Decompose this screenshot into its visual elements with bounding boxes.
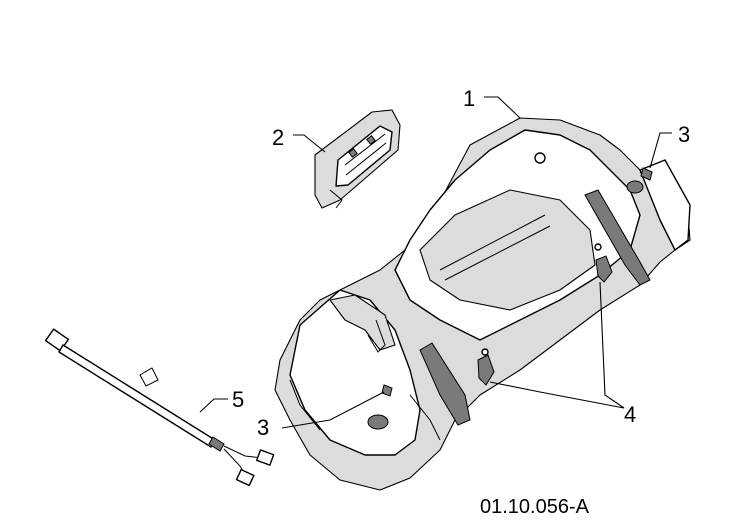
harness-connector-a [256, 449, 275, 466]
screw-right [640, 167, 653, 181]
left-vent-slot [419, 342, 471, 426]
clips [477, 243, 613, 386]
label-part-3-left: 3 [257, 415, 269, 440]
hood-housing [274, 117, 691, 491]
label-part-2: 2 [272, 125, 284, 150]
instrument-panel [314, 109, 401, 209]
label-part-4: 4 [624, 402, 636, 427]
clip-left [477, 354, 495, 386]
screws [381, 167, 653, 397]
label-part-3-right: 3 [678, 122, 690, 147]
label-part-1: 1 [463, 86, 475, 111]
right-grommet [626, 180, 644, 194]
label-part-5: 5 [232, 387, 244, 412]
panel-face [335, 125, 393, 187]
hood-center-panel [419, 189, 596, 311]
wiring-harness [44, 328, 275, 487]
leader-lines [199, 96, 672, 429]
latch-tab [367, 319, 386, 353]
harness-connector-b [235, 468, 255, 487]
clip-right [595, 255, 613, 283]
drawing-code: 01.10.056-A [480, 496, 590, 518]
harness-cable [58, 344, 216, 448]
right-vent-slot [584, 189, 651, 286]
screw-left [381, 384, 393, 397]
left-grommet [367, 414, 389, 430]
